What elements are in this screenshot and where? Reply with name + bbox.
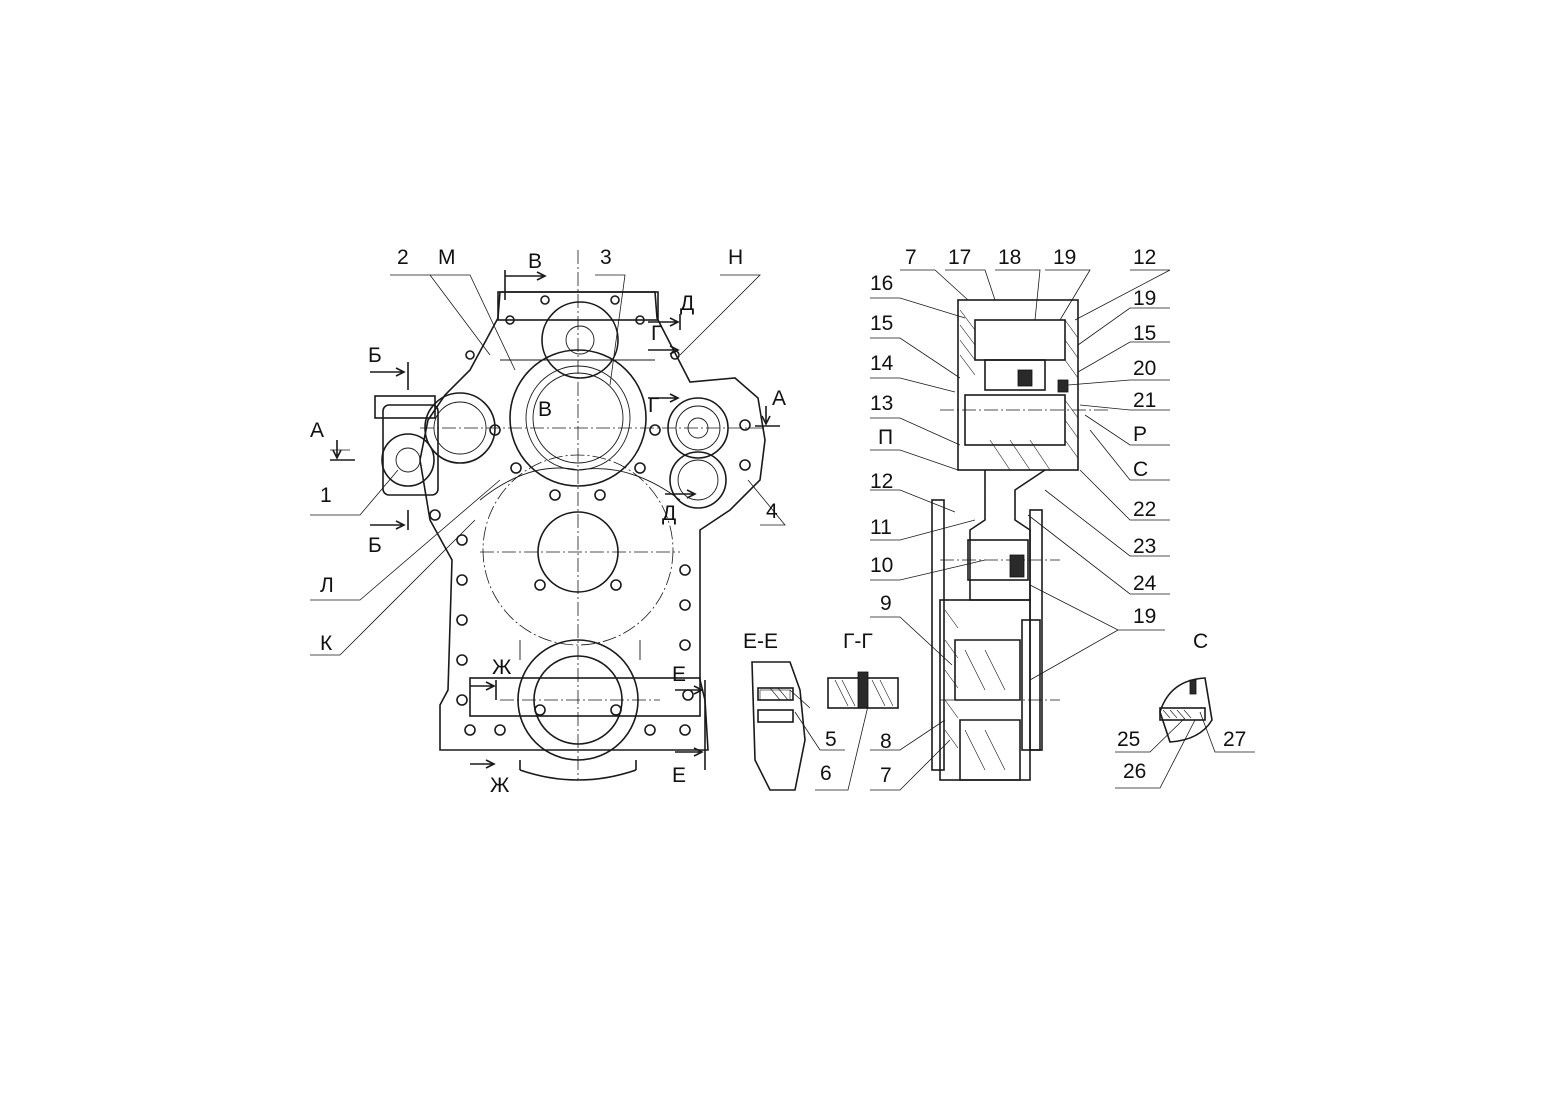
section-mark-b-top: Б xyxy=(368,344,382,367)
section-mark-b-bottom: Б xyxy=(368,534,382,557)
label-side-16: 16 xyxy=(870,272,893,295)
label-side-13: 13 xyxy=(870,392,893,415)
label-zone-l: Л xyxy=(320,574,334,597)
bottom-bracket xyxy=(469,677,701,717)
label-side-24: 24 xyxy=(1133,572,1157,595)
label-part-27: 27 xyxy=(1223,728,1246,751)
section-mark-d-top: Д xyxy=(680,292,694,315)
label-side-12-left: 12 xyxy=(870,470,893,493)
label-side-19-bottom: 19 xyxy=(1133,605,1156,628)
section-mark-e-bottom: Е xyxy=(672,764,686,787)
section-mark-g-mid: Г xyxy=(648,394,659,417)
section-mark-a-left: А xyxy=(310,419,324,442)
label-side-19-right: 19 xyxy=(1133,287,1156,310)
label-part-1: 1 xyxy=(320,484,332,507)
label-zone-k: К xyxy=(320,632,333,655)
label-side-10: 10 xyxy=(870,554,893,577)
section-mark-e-top: Е xyxy=(672,663,686,686)
label-side-19-top: 19 xyxy=(1053,246,1076,269)
label-side-7-top: 7 xyxy=(905,246,917,269)
label-side-17: 17 xyxy=(948,246,971,269)
pump-cap xyxy=(374,395,436,419)
label-side-11: 11 xyxy=(870,516,892,539)
label-side-c: С xyxy=(1133,458,1148,481)
label-side-9: 9 xyxy=(880,592,892,615)
label-side-20: 20 xyxy=(1133,357,1156,380)
housing-outline xyxy=(419,291,766,751)
label-side-7-bottom: 7 xyxy=(880,764,892,787)
front-view: 2 М 3 Н 1 4 Л К А А Б Б В В Г Г Д Д Е Е … xyxy=(310,246,786,797)
label-side-r: Р xyxy=(1133,423,1147,446)
section-arrows xyxy=(330,270,780,770)
side-section-view: 7 17 18 19 12 16 19 15 15 20 14 21 13 Р … xyxy=(870,246,1171,791)
section-mark-v-mid: В xyxy=(538,398,552,421)
label-side-p: П xyxy=(878,426,893,449)
detail-c-title: С xyxy=(1193,630,1208,653)
label-side-15-right: 15 xyxy=(1133,322,1156,345)
label-part-6: 6 xyxy=(820,762,832,785)
section-mark-g-top: Г xyxy=(651,322,662,345)
section-gg-view: Г-Г 6 xyxy=(815,630,899,791)
section-mark-zh-bottom: Ж xyxy=(490,774,510,797)
bolt-holes xyxy=(429,295,751,736)
detail-c-view: С 25 26 27 xyxy=(1115,630,1255,789)
section-mark-a-right: А xyxy=(772,387,786,410)
label-side-14: 14 xyxy=(870,352,894,375)
label-side-15-left: 15 xyxy=(870,312,893,335)
front-leaders xyxy=(310,274,786,656)
label-side-12-top: 12 xyxy=(1133,246,1156,269)
label-side-8: 8 xyxy=(880,730,892,753)
section-gg-title: Г-Г xyxy=(843,630,873,653)
label-zone-m: М xyxy=(438,246,456,269)
section-mark-d-bottom: Д xyxy=(662,502,676,525)
label-side-23: 23 xyxy=(1133,535,1156,558)
label-side-18: 18 xyxy=(998,246,1021,269)
label-part-25: 25 xyxy=(1117,728,1140,751)
top-gear xyxy=(541,301,619,379)
section-mark-v-top: В xyxy=(528,250,542,273)
section-ee-view: Е-Е 5 xyxy=(743,630,845,791)
label-part-2: 2 xyxy=(397,246,409,269)
upper-assembly xyxy=(957,299,1079,471)
label-part-5: 5 xyxy=(825,728,837,751)
label-side-21: 21 xyxy=(1133,389,1156,412)
label-part-4: 4 xyxy=(766,500,778,523)
pump-unit xyxy=(382,404,439,496)
section-mark-zh-top: Ж xyxy=(492,656,512,679)
label-part-26: 26 xyxy=(1123,760,1146,783)
label-zone-n: Н xyxy=(728,246,743,269)
section-ee-title: Е-Е xyxy=(743,630,778,653)
right-lower-gear xyxy=(669,451,727,509)
label-part-3: 3 xyxy=(600,246,612,269)
label-side-22: 22 xyxy=(1133,498,1156,521)
